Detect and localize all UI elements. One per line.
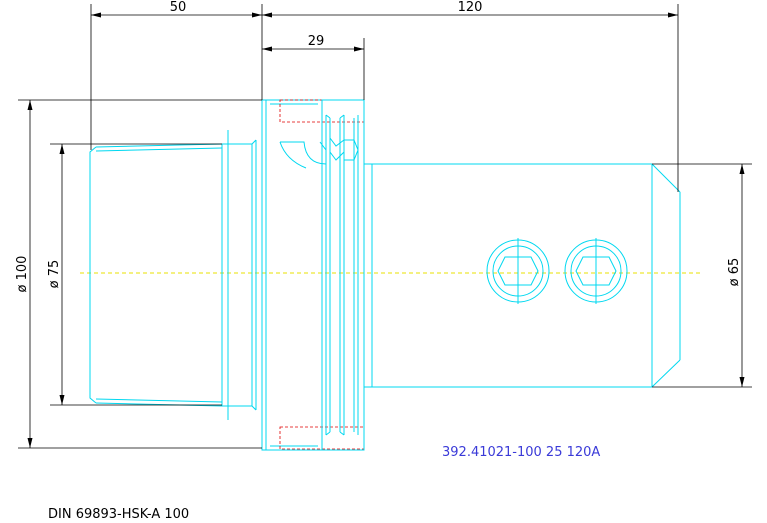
dimension-dia-100: ø 100 <box>15 99 262 449</box>
dimension-120: 120 <box>261 0 679 192</box>
screw-right <box>564 238 628 304</box>
dim-label-dia-100: ø 100 <box>15 256 30 293</box>
screw-left <box>486 238 550 304</box>
dim-label-50: 50 <box>170 0 187 15</box>
flange <box>261 99 365 451</box>
dimension-50: 50 <box>90 0 262 150</box>
part-number: 392.41021-100 25 120A <box>442 445 600 460</box>
dim-label-dia-75: ø 75 <box>47 260 62 289</box>
dimension-dia-65: ø 65 <box>652 163 752 388</box>
body <box>364 163 681 388</box>
dim-label-29: 29 <box>308 34 325 49</box>
dimension-dia-75: ø 75 <box>47 143 222 406</box>
standard-label: DIN 69893-HSK-A 100 <box>48 507 189 522</box>
taper-shank <box>89 130 257 420</box>
dim-label-120: 120 <box>458 0 483 15</box>
dim-label-dia-65: ø 65 <box>727 258 742 287</box>
dimension-29: 29 <box>262 34 365 100</box>
collar <box>321 99 365 451</box>
